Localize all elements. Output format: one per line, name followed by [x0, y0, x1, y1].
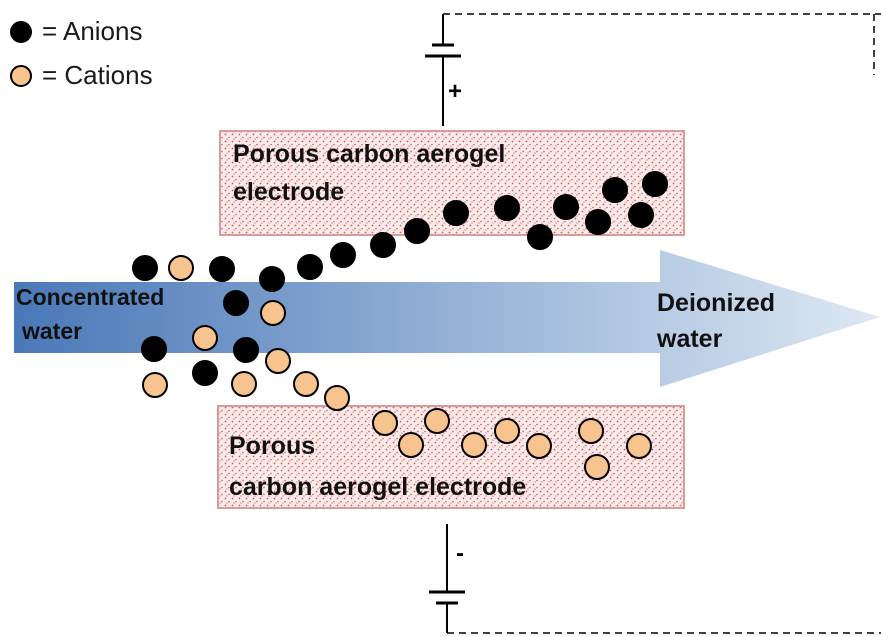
cation-particle	[231, 371, 257, 397]
anion-particle	[330, 242, 356, 268]
deionized-water-label-line2: water	[657, 325, 723, 353]
cation-particle	[293, 371, 319, 397]
anion-particle	[553, 194, 579, 220]
deionized-water-label-line1: Deionized	[657, 289, 776, 317]
top-electrode-label-line2: electrode	[233, 178, 345, 206]
cation-particle	[192, 325, 218, 351]
cation-particle	[398, 432, 424, 458]
cation-particle	[168, 255, 194, 281]
cation-particle	[424, 408, 450, 434]
external-circuit	[425, 13, 881, 634]
cation-particle	[526, 433, 552, 459]
anion-particle	[527, 224, 553, 250]
cation-particle	[578, 418, 604, 444]
cation-legend-swatch	[10, 64, 32, 87]
anion-particle	[192, 360, 218, 386]
bottom-electrode-label-line2: carbon aerogel electrode	[229, 473, 527, 501]
anion-particle	[259, 266, 285, 292]
anion-particle	[223, 290, 249, 316]
bottom-electrode	[217, 405, 685, 509]
concentrated-water-label-line2: water	[22, 318, 83, 344]
anion-particle	[297, 254, 323, 280]
legend-anions: = Anions	[10, 16, 142, 47]
anion-particle	[642, 171, 668, 197]
cation-particle	[260, 300, 286, 326]
anion-particle	[132, 255, 158, 281]
cation-particle	[494, 418, 520, 444]
anion-particle	[404, 218, 430, 244]
anion-particle	[628, 202, 654, 228]
cation-particle	[324, 385, 350, 411]
cation-particle	[626, 433, 652, 459]
anion-particle	[370, 232, 396, 258]
cation-particle	[142, 372, 168, 398]
cation-particle	[372, 410, 398, 436]
anion-particle	[585, 209, 611, 235]
cation-particle	[584, 454, 610, 480]
bottom-electrode-label-line1: Porous	[229, 432, 316, 460]
anion-particle	[141, 336, 167, 362]
anion-particle	[209, 256, 235, 282]
ions-group	[132, 171, 668, 480]
anion-particle	[494, 195, 520, 221]
negative-terminal-sign: -	[456, 540, 464, 567]
cation-particle	[265, 348, 291, 374]
anion-particle	[443, 200, 469, 226]
top-electrode-label-line1: Porous carbon aerogel	[233, 140, 506, 168]
cation-particle	[461, 432, 487, 458]
concentrated-water-label-line1: Concentrated	[16, 284, 165, 310]
anion-particle	[602, 177, 628, 203]
cations-legend-label: = Cations	[42, 60, 153, 90]
anion-particle	[233, 337, 259, 363]
water-flow-arrow	[14, 250, 880, 387]
anion-legend-swatch	[10, 20, 32, 43]
positive-terminal-sign: +	[448, 78, 463, 105]
anions-legend-label: = Anions	[42, 16, 143, 46]
legend-cations: = Cations	[10, 60, 153, 91]
